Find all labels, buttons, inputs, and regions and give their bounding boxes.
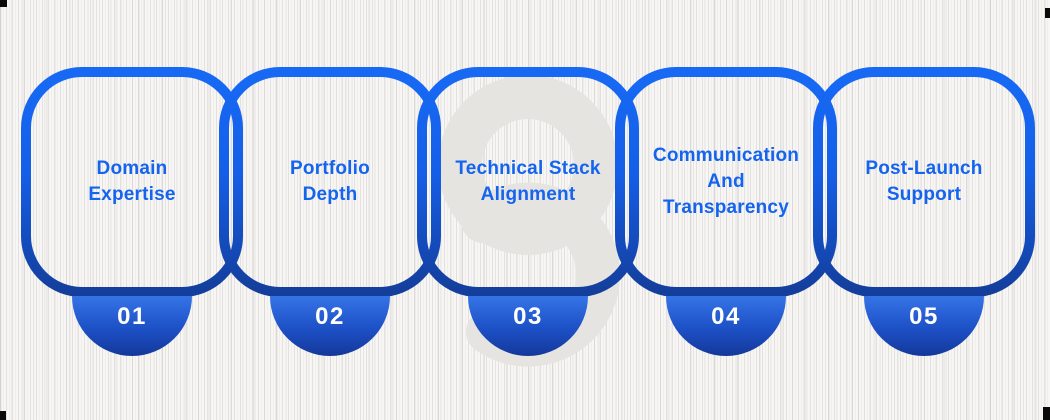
- corner-mark-top-left: [0, 0, 7, 7]
- step-label: Post-Launch Support: [865, 158, 983, 205]
- corner-mark-top-right: [1045, 8, 1050, 18]
- card-border: [21, 67, 243, 297]
- step-number: 02: [315, 303, 345, 330]
- step-number-badge: 05: [864, 296, 984, 356]
- step-card-5: Post-Launch Support 05: [813, 67, 1035, 356]
- step-number-badge: 01: [72, 296, 192, 356]
- card-border: [417, 67, 639, 297]
- step-number: 03: [513, 303, 543, 330]
- card-border: [219, 67, 441, 297]
- step-label: Domain Expertise: [88, 158, 176, 205]
- step-label: Communication And Transparency: [652, 145, 800, 218]
- step-card-1: Domain Expertise 01: [21, 67, 243, 356]
- corner-mark-bottom-right: [1043, 407, 1050, 420]
- step-number: 04: [711, 303, 741, 330]
- step-number: 01: [117, 303, 147, 330]
- card-border: [813, 67, 1035, 297]
- step-label: Portfolio Depth: [290, 158, 370, 205]
- step-label: Technical Stack Alignment: [455, 158, 601, 205]
- step-number: 05: [909, 303, 939, 330]
- card-border: [615, 67, 837, 297]
- step-card-3: Technical Stack Alignment 03: [417, 67, 639, 356]
- corner-mark-bottom-left: [0, 411, 6, 420]
- step-card-2: Portfolio Depth 02: [219, 67, 441, 356]
- step-number-badge: 04: [666, 296, 786, 356]
- step-number-badge: 02: [270, 296, 390, 356]
- step-card-4: Communication And Transparency 04: [615, 67, 837, 356]
